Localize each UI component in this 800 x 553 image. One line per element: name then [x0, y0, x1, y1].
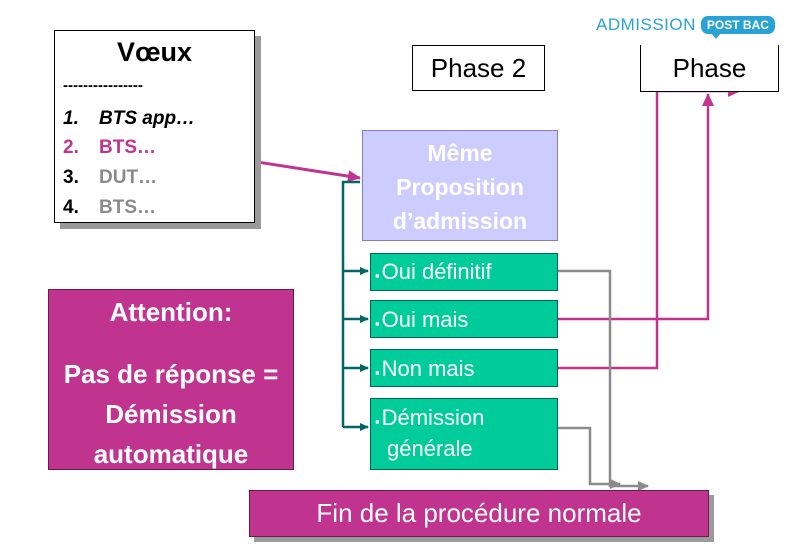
- voeu-number: 4.: [63, 197, 79, 218]
- fin-procedure-box: Fin de la procédure normale: [249, 490, 709, 537]
- option-label: Non mais: [381, 356, 475, 381]
- logo-tag: POST BAC: [700, 16, 775, 39]
- attention-title: Attention:: [109, 297, 233, 327]
- teal-tree: [341, 180, 360, 427]
- voeu-number: 1.: [63, 108, 79, 129]
- option-oui-definitif: ▪Oui définitif: [370, 253, 558, 291]
- proposition-box: Même Proposition d’admission: [362, 130, 558, 241]
- voeux-title: Vœux: [116, 37, 192, 67]
- arrow-demission-to-fin: [558, 426, 621, 489]
- voeu-item-2: 2. BTS…: [63, 137, 156, 159]
- voeu-label: BTS…: [99, 137, 156, 158]
- phase-2-box: Phase 2: [412, 45, 545, 91]
- bullet-icon: ▪: [375, 414, 380, 429]
- arrow-non-mais-to-phase: [558, 85, 741, 370]
- option-oui-mais: ▪Oui mais: [370, 300, 558, 338]
- option-label: Démission: [381, 405, 485, 430]
- attention-line: Démission: [105, 399, 237, 429]
- voeu-label: BTS app…: [99, 108, 196, 129]
- voeu-number: 3.: [63, 167, 79, 188]
- attention-body: Pas de réponse = Démission automatique: [49, 354, 293, 474]
- attention-box: Attention: Pas de réponse = Démission au…: [48, 289, 294, 470]
- voeu-label: DUT…: [99, 167, 158, 188]
- proposition-line: d’admission: [392, 208, 528, 234]
- voeu-label: BTS…: [99, 197, 156, 218]
- voeux-separator: ----------------: [63, 77, 143, 94]
- bullet-icon: ▪: [375, 365, 380, 380]
- voeux-card: Vœux ---------------- 1.BTS app… 2.BTS… …: [54, 30, 255, 223]
- arrow-oui-definitif-to-fin: [558, 269, 649, 491]
- option-label: Oui mais: [381, 307, 469, 332]
- logo-word: ADMISSION: [596, 15, 696, 34]
- option-label-line2: générale: [387, 436, 473, 461]
- option-demission-generale: ▪Démission générale: [370, 398, 558, 470]
- bullet-icon: ▪: [375, 316, 380, 331]
- bullet-icon: ▪: [375, 268, 380, 283]
- phase-3-box: Phase: [640, 45, 779, 92]
- proposition-line: Même: [427, 140, 493, 166]
- admission-post-bac-logo: ADMISSION POST BAC: [596, 14, 775, 39]
- attention-line: Pas de réponse =: [63, 359, 279, 389]
- voeu-item-3: 3. DUT…: [63, 167, 157, 189]
- voeu-item-1: 1. BTS app…: [63, 108, 195, 130]
- arrow-oui-mais-to-phase: [558, 93, 714, 321]
- option-non-mais: ▪Non mais: [370, 349, 558, 387]
- voeu-item-4: 4. BTS…: [63, 197, 156, 219]
- proposition-line: Proposition: [396, 174, 524, 200]
- voeu-number: 2.: [63, 137, 79, 158]
- option-label: Oui définitif: [381, 259, 492, 284]
- attention-line: automatique: [93, 439, 249, 469]
